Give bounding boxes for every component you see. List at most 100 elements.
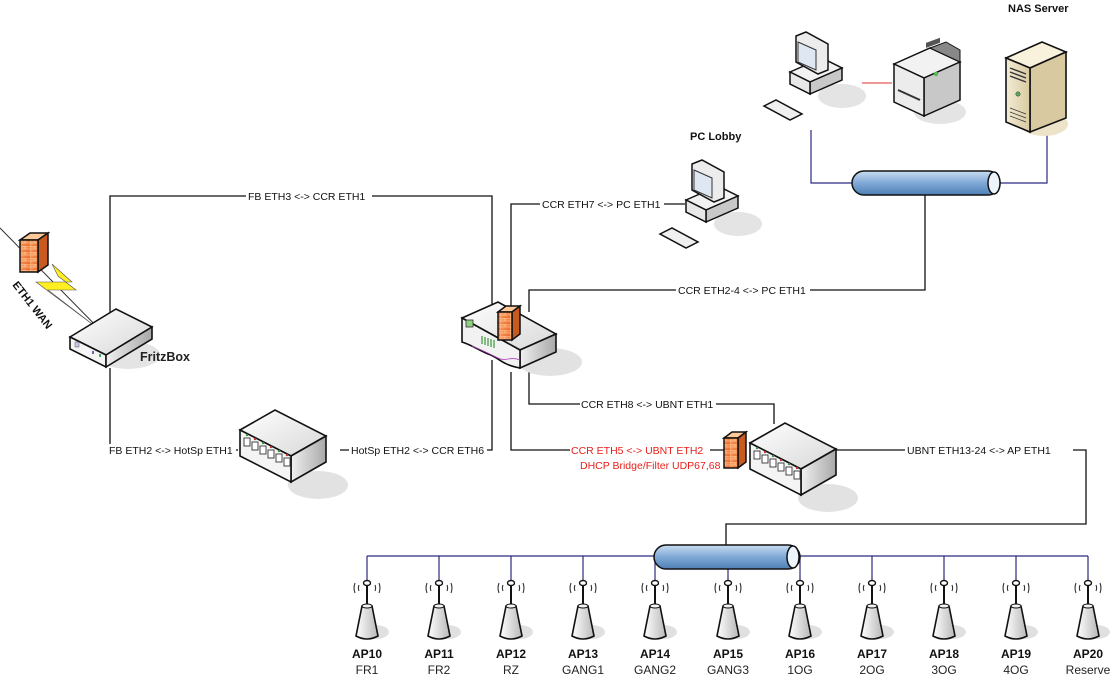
ap-location-label: GANG2 <box>634 663 676 677</box>
ap-name-label: AP17 <box>857 647 887 661</box>
switch-port-icon <box>283 457 291 467</box>
port-led-icon <box>285 453 289 457</box>
switch-port-icon <box>785 466 793 476</box>
ap-name-label: AP11 <box>424 647 454 661</box>
port-led-icon <box>787 462 791 466</box>
label-ccr-pc-lobby: CCR ETH7 <-> PC ETH1 <box>542 199 661 211</box>
ap-location-label: GANG1 <box>562 663 604 677</box>
ap-location-label: FR1 <box>356 663 379 677</box>
port-led-icon <box>771 454 775 458</box>
ap-location-label: FR2 <box>428 663 451 677</box>
wireless-ap-icon <box>1002 579 1038 640</box>
link-hotsp-ccr <box>340 360 493 451</box>
link-ccr-pc-lobby <box>510 203 685 318</box>
port-led-icon <box>795 466 799 470</box>
ap-name-label: AP10 <box>352 647 382 661</box>
switch-port-icon <box>259 445 267 455</box>
switch-port-icon <box>793 470 801 480</box>
ap-location-label: RZ <box>503 663 519 677</box>
port-led-icon <box>277 449 281 453</box>
ap-location-label: 4OG <box>1003 663 1028 677</box>
link-fb-ccr <box>109 195 493 330</box>
label-ccr-ubnt-eth2: CCR ETH5 <-> UBNT ETH2 <box>571 445 703 457</box>
switch-port-icon <box>243 437 251 447</box>
office-desktop-pc-icon <box>762 31 866 121</box>
switch-port-icon <box>251 441 259 451</box>
wireless-ap-icon <box>641 579 677 640</box>
ap-location-label: GANG3 <box>707 663 749 677</box>
ap-name-label: AP15 <box>713 647 743 661</box>
label-ccr-ubnt-eth1: CCR ETH8 <-> UBNT ETH1 <box>581 399 713 411</box>
wireless-ap-icon <box>353 579 389 640</box>
lan-office-pc-wire <box>810 130 855 184</box>
wireless-ap-icon <box>858 579 894 640</box>
fritzbox-router-icon <box>68 308 160 369</box>
ap-name-label: AP18 <box>929 647 959 661</box>
access-point-ap18: AP18 3OG <box>929 579 966 677</box>
switch-port-icon <box>753 450 761 460</box>
switch-port-icon <box>275 453 283 463</box>
printer-icon <box>892 37 966 124</box>
switch-port-icon <box>777 462 785 472</box>
fritzbox-label: FritzBox <box>140 350 190 364</box>
wireless-ap-icon <box>425 579 461 640</box>
link-ccr-ubnt-eth2 <box>510 372 725 451</box>
port-led-icon <box>245 433 249 437</box>
ccr-firewall-icon <box>495 304 523 342</box>
ap-location-label: 2OG <box>859 663 884 677</box>
port-led-icon <box>261 441 265 445</box>
ccr-core-router-icon <box>460 301 582 376</box>
wireless-ap-icon <box>569 579 605 640</box>
ap-name-label: AP20 <box>1073 647 1103 661</box>
port-led-icon <box>755 446 759 450</box>
access-point-ap17: AP17 2OG <box>857 579 894 677</box>
wireless-ap-icon <box>714 579 750 640</box>
port-led-icon <box>779 458 783 462</box>
label-fb-hotsp: FB ETH2 <-> HotSp ETH1 <box>109 445 233 457</box>
lan-nas-wire <box>1000 130 1048 184</box>
ap-bus-icon <box>653 544 801 570</box>
switch-port-icon <box>267 449 275 459</box>
label-fb-ccr: FB ETH3 <-> CCR ETH1 <box>248 191 365 203</box>
switch-port-icon <box>761 454 769 464</box>
ap-name-label: AP13 <box>568 647 598 661</box>
office-lan-bus-icon <box>851 170 1001 196</box>
nas-server-label: NAS Server <box>1008 3 1069 15</box>
ap-name-label: AP19 <box>1001 647 1031 661</box>
pc-lobby-desktop-icon <box>658 159 762 249</box>
access-point-ap19: AP19 4OG <box>1001 579 1038 677</box>
ap-location-label: 3OG <box>931 663 956 677</box>
label-ubnt-ap: UBNT ETH13-24 <-> AP ETH1 <box>907 445 1051 457</box>
firewall-icon <box>17 231 51 274</box>
wireless-ap-icon <box>786 579 822 640</box>
lightning-icon <box>35 263 101 331</box>
ap-name-label: AP16 <box>785 647 815 661</box>
port-led-icon <box>763 450 767 454</box>
dhcp-firewall-icon <box>721 430 749 470</box>
hotspot-switch-icon <box>238 409 348 499</box>
nas-server-icon <box>1003 41 1069 136</box>
pc-lobby-label: PC Lobby <box>690 131 742 143</box>
ap-name-label: AP14 <box>640 647 670 661</box>
wireless-ap-icon <box>497 579 533 640</box>
switch-port-icon <box>769 458 777 468</box>
wireless-ap-icon <box>930 579 966 640</box>
label-hotsp-ccr: HotSp ETH2 <-> CCR ETH6 <box>351 445 484 457</box>
label-ccr-pc-lan: CCR ETH2-4 <-> PC ETH1 <box>678 285 806 297</box>
port-led-icon <box>269 445 273 449</box>
wireless-ap-icon <box>1074 579 1110 640</box>
ap-name-label: AP12 <box>496 647 526 661</box>
ubnt-switch-icon <box>748 422 858 512</box>
ap-location-label: Reserve <box>1066 663 1111 677</box>
link-fb-hotsp <box>109 368 238 451</box>
